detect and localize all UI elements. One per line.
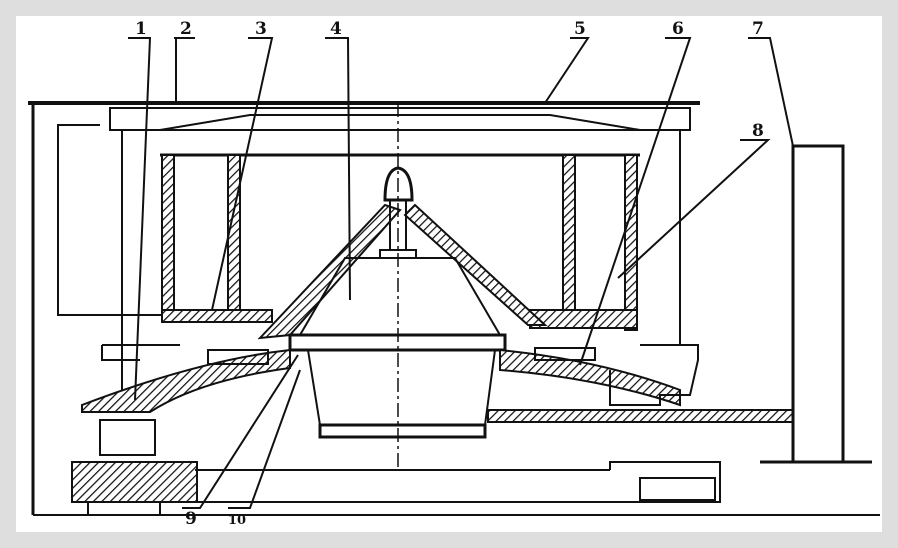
label-2: 2: [180, 19, 192, 39]
diagram-canvas: 1 2 3 4 5 6 7 8 9 10: [16, 16, 882, 532]
label-1: 1: [135, 19, 147, 39]
label-7: 7: [752, 19, 764, 39]
hub-cone-right: [403, 203, 548, 326]
bottom-plate-right: [499, 348, 681, 407]
label-6: 6: [672, 19, 684, 39]
label-5: 5: [574, 19, 586, 39]
part-labels: 1 2 3 4 5 6 7 8 9 10: [135, 19, 764, 529]
hub-cone-left: [257, 203, 402, 340]
label-10: 10: [228, 513, 246, 528]
label-4: 4: [330, 19, 342, 39]
discharge-chute: [487, 409, 794, 423]
motor: [791, 144, 845, 464]
lid: [109, 107, 691, 131]
base-left: [71, 461, 198, 503]
label-8: 8: [752, 121, 764, 141]
bottom-plate-left: [81, 348, 291, 413]
label-9: 9: [185, 509, 197, 529]
basket-wall-left: [161, 154, 175, 311]
bearing-housing: [99, 419, 156, 456]
basket-wall-right: [624, 154, 638, 331]
label-3: 3: [255, 19, 267, 39]
